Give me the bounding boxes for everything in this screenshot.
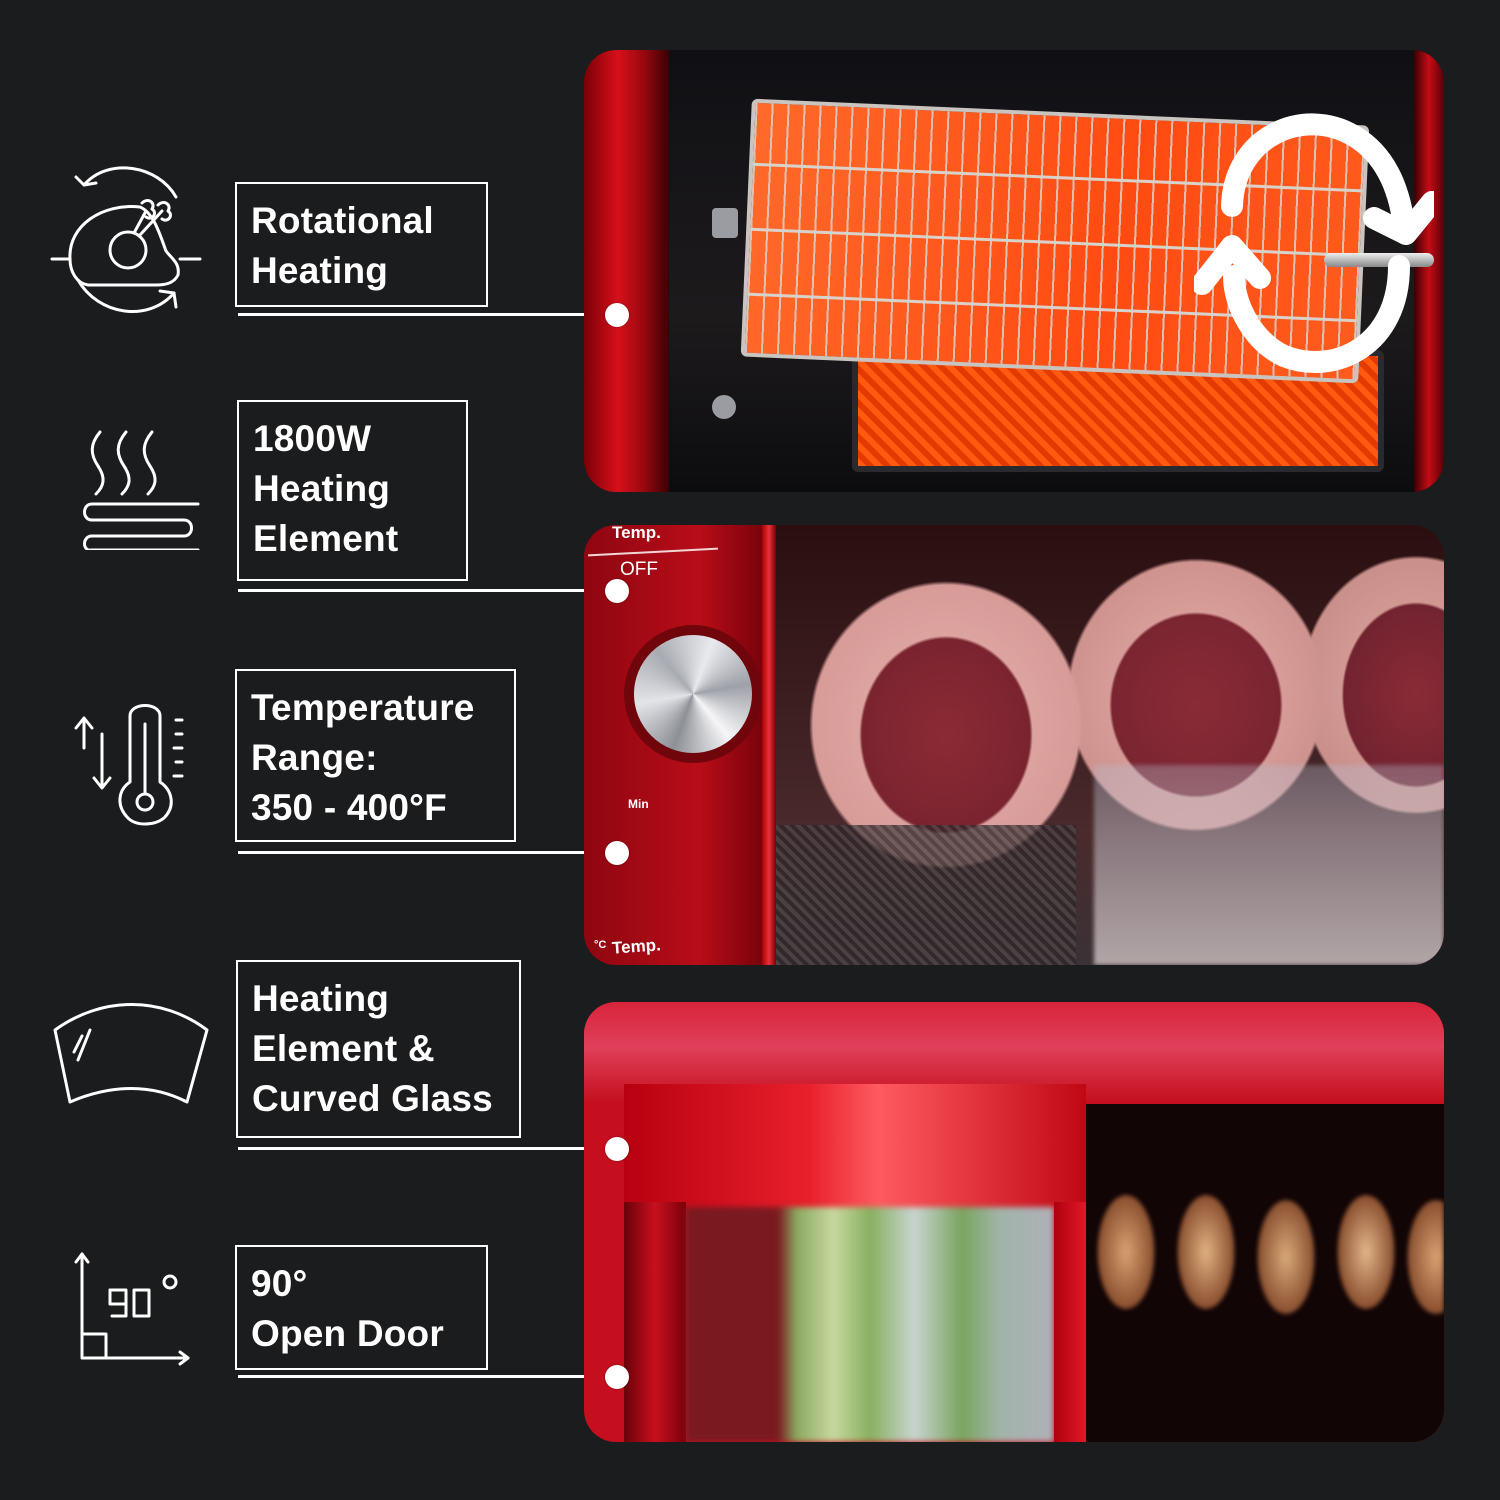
feature-label-line: Range: [251,737,378,778]
oven-door-edge [584,50,669,492]
feature-label-line: Heating [251,250,389,291]
connector-line [238,313,618,316]
feature-label-rotational-heating: Rotational Heating [235,182,488,307]
control-panel: Temp. OFF Min °C Temp. [584,525,776,965]
hotspot-dot-rotational-heating[interactable] [605,303,629,327]
feature-label-open-door: 90° Open Door [235,1245,488,1370]
photo-meat-closeup: Temp. OFF Min °C Temp. [584,525,1444,965]
connector-line [238,1147,618,1150]
roasting-chickens [1086,1142,1444,1372]
photo-open-door [584,1002,1444,1442]
feature-label-line: Heating [253,468,391,509]
thermometer-arrows-icon [72,698,192,826]
feature-label-line: 350 - 400°F [251,787,447,828]
rotation-arrows-icon [1191,106,1443,391]
feature-label-heating-element: 1800W Heating Element [237,400,468,581]
connector-line [238,1375,618,1378]
photo-rotisserie-salmon [584,50,1444,492]
feature-label-line: Curved Glass [252,1078,493,1119]
feature-label-line: Element [253,518,399,559]
heating-grid [776,825,1076,965]
door-frame-edge [1054,1202,1086,1442]
feature-label-line: 1800W [253,418,372,459]
feature-label-line: 90° [251,1263,308,1304]
feature-label-line: Element & [252,1028,435,1069]
control-divider [588,547,718,557]
control-label-min: Min [628,797,649,811]
glass-reflection [1094,765,1444,965]
rotating-chicken-icon [48,155,204,345]
feature-label-temperature-range: Temperature Range: 350 - 400°F [235,669,516,842]
feature-label-curved-glass: Heating Element & Curved Glass [236,960,521,1138]
oven-side-edge [1414,50,1444,492]
hotspot-dot-curved-glass[interactable] [605,1137,629,1161]
feature-label-line: Open Door [251,1313,444,1354]
door-frame-side [624,1202,686,1442]
heating-element-steam-icon [78,428,202,550]
feature-label-line: Rotational [251,200,434,241]
curved-glass-door [686,1207,1054,1442]
feature-label-line: Heating [252,978,390,1019]
ninety-degree-angle-icon [72,1250,194,1370]
spit-mount [712,208,738,238]
control-label-unit: °C [594,939,607,951]
hotspot-dot-temperature-range[interactable] [605,841,629,865]
spit-mount-lower [712,395,736,419]
curved-glass-icon [52,1000,212,1106]
connector-line [238,589,618,592]
feature-label-line: Temperature [251,687,475,728]
hotspot-dot-heating-element[interactable] [605,579,629,603]
control-label-temp-top: Temp. [612,525,661,542]
control-label-temp-bottom: Temp. [611,935,662,958]
door-frame-top [624,1084,1086,1214]
temperature-dial[interactable] [624,625,762,763]
control-label-off: OFF [620,559,658,580]
hotspot-dot-open-door[interactable] [605,1365,629,1389]
connector-line [238,851,618,854]
